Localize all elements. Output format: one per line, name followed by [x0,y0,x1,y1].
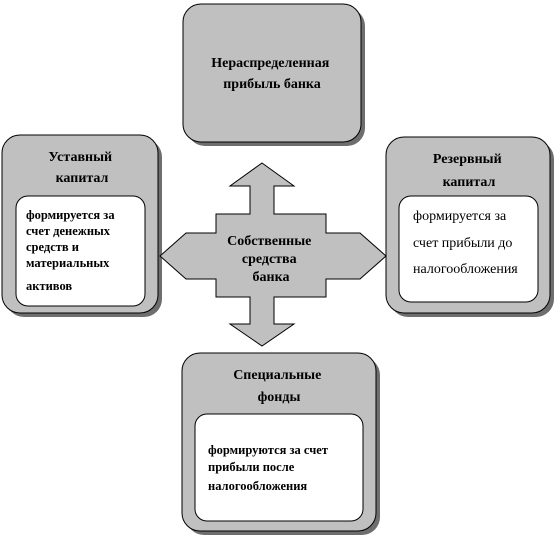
charter-capital-description: формируется за счет денежных средств и м… [26,208,118,293]
special-funds-description: формируются за счет прибыли после налого… [208,443,331,493]
reserve-capital-desc-line-3: налогообложения [413,262,518,277]
reserve-capital-description: формируется за счет прибыли до налогообл… [413,209,518,277]
charter-capital-desc-line-3: средств и [26,240,79,254]
charter-capital-title-line-1: Уставный [48,150,112,165]
charter-capital-title: Уставный капитал [48,150,115,186]
reserve-capital-title: Резервный капитал [433,152,505,190]
special-funds-title-line-2: фонды [258,390,301,405]
charter-capital-box: Уставный капитал формируется за счет ден… [1,134,162,317]
retained-earnings-box: Нераспределенная прибыль банка [182,3,365,146]
own-funds-label-line-1: Собственные [227,234,311,249]
special-funds-desc-line-1: формируются за счет [208,443,328,457]
charter-capital-desc-line-4: материальных [26,256,110,270]
reserve-capital-desc-box [398,195,539,303]
reserve-capital-box: Резервный капитал формируется за счет пр… [385,136,554,317]
retained-earnings-title-line-2: прибыль банка [223,77,321,92]
charter-capital-desc-box [15,195,146,307]
charter-capital-desc-line-5: активов [26,279,72,293]
special-funds-desc-line-3: налогообложения [208,479,307,493]
retained-earnings-box-frame [182,3,362,143]
special-funds-title: Специальные фонды [233,368,325,405]
own-funds-label-line-2: средства [242,252,297,267]
retained-earnings-title: Нераспределенная прибыль банка [211,56,333,92]
reserve-capital-title-line-2: капитал [443,175,496,190]
charter-capital-desc-line-2: счет денежных [26,224,111,238]
charter-capital-desc-line-1: формируется за [26,208,115,222]
special-funds-box: Специальные фонды формируются за счет пр… [181,352,380,535]
charter-capital-title-line-2: капитал [56,171,109,186]
special-funds-title-line-1: Специальные [233,368,321,383]
reserve-capital-desc-line-1: формируется за [413,209,507,224]
own-funds-label-line-3: банка [253,270,290,285]
special-funds-desc-box [194,413,364,522]
reserve-capital-title-line-1: Резервный [433,152,502,167]
own-funds-label: Собственные средства банка [227,234,315,285]
center-quad-arrow-shape [159,162,387,347]
special-funds-desc-line-2: прибыли после [208,460,295,474]
retained-earnings-title-line-1: Нераспределенная [211,56,329,71]
center-quad-arrow: Собственные средства банка [159,162,387,347]
reserve-capital-desc-line-2: счет прибыли до [413,236,512,251]
